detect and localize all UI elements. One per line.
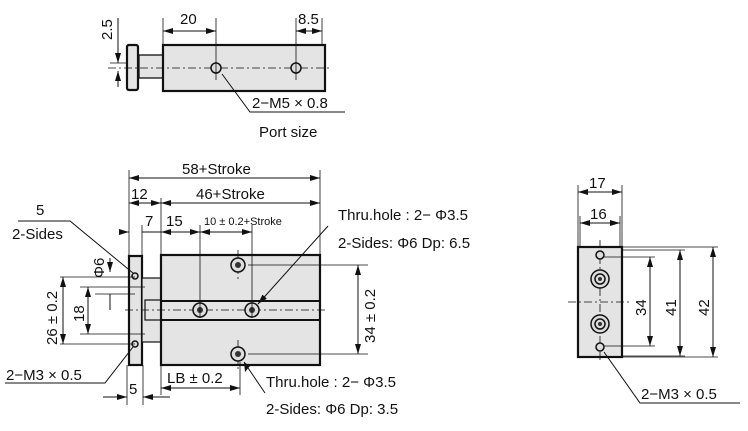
dim-pitch: 10 ± 0.2+Stroke bbox=[204, 216, 282, 228]
dim-46-stroke: 46+Stroke bbox=[196, 186, 265, 203]
dim-26: 26 ± 0.2 bbox=[44, 291, 61, 345]
dim-17: 17 bbox=[589, 175, 606, 192]
tap-label: 2−M3 × 0.5 bbox=[6, 367, 82, 384]
end-plate bbox=[125, 43, 140, 92]
thru-hole-top-spec: 2-Sides: Φ6 Dp: 6.5 bbox=[338, 235, 470, 252]
plate-note-sides: 2-Sides bbox=[12, 226, 63, 243]
dim-18: 18 bbox=[71, 305, 88, 322]
dim-12: 12 bbox=[131, 186, 148, 203]
side-dim-42: 42 bbox=[696, 299, 713, 316]
thru-hole-bottom-spec: 2-Sides: Φ6 Dp: 3.5 bbox=[266, 401, 398, 418]
dim-20: 20 bbox=[180, 11, 197, 28]
top-view: 20 8.5 2.5 2−M5 × 0.8 Port size bbox=[99, 11, 345, 141]
thru-hole-bottom-label: Thru.hole : 2− Φ3.5 bbox=[266, 374, 396, 391]
side-dim-41: 41 bbox=[663, 299, 680, 316]
dim-8-5: 8.5 bbox=[298, 11, 319, 28]
front-view: 58+Stroke 46+Stroke 12 7 15 10 ± 0.2+Str… bbox=[5, 161, 470, 418]
dim-16: 16 bbox=[590, 206, 607, 223]
dim-phi6: Φ6 bbox=[91, 258, 108, 278]
side-tap-label: 2−M3 × 0.5 bbox=[641, 386, 717, 403]
dim-15: 15 bbox=[166, 213, 183, 230]
port-caption: Port size bbox=[259, 124, 317, 141]
dim-7: 7 bbox=[145, 213, 153, 230]
dim-34: 34 ± 0.2 bbox=[362, 289, 379, 343]
port-label: 2−M5 × 0.8 bbox=[252, 95, 328, 112]
dim-lb: LB ± 0.2 bbox=[167, 370, 223, 387]
dim-2-5: 2.5 bbox=[99, 19, 116, 40]
side-view: 17 16 34 41 42 2−M3 × 0.5 bbox=[568, 175, 740, 404]
side-dim-34: 34 bbox=[633, 299, 650, 316]
dim-5: 5 bbox=[129, 381, 137, 398]
plate-note-5: 5 bbox=[36, 202, 44, 219]
rod bbox=[138, 54, 164, 79]
dim-58-stroke: 58+Stroke bbox=[182, 161, 251, 178]
thru-hole-top-label: Thru.hole : 2− Φ3.5 bbox=[338, 207, 468, 224]
